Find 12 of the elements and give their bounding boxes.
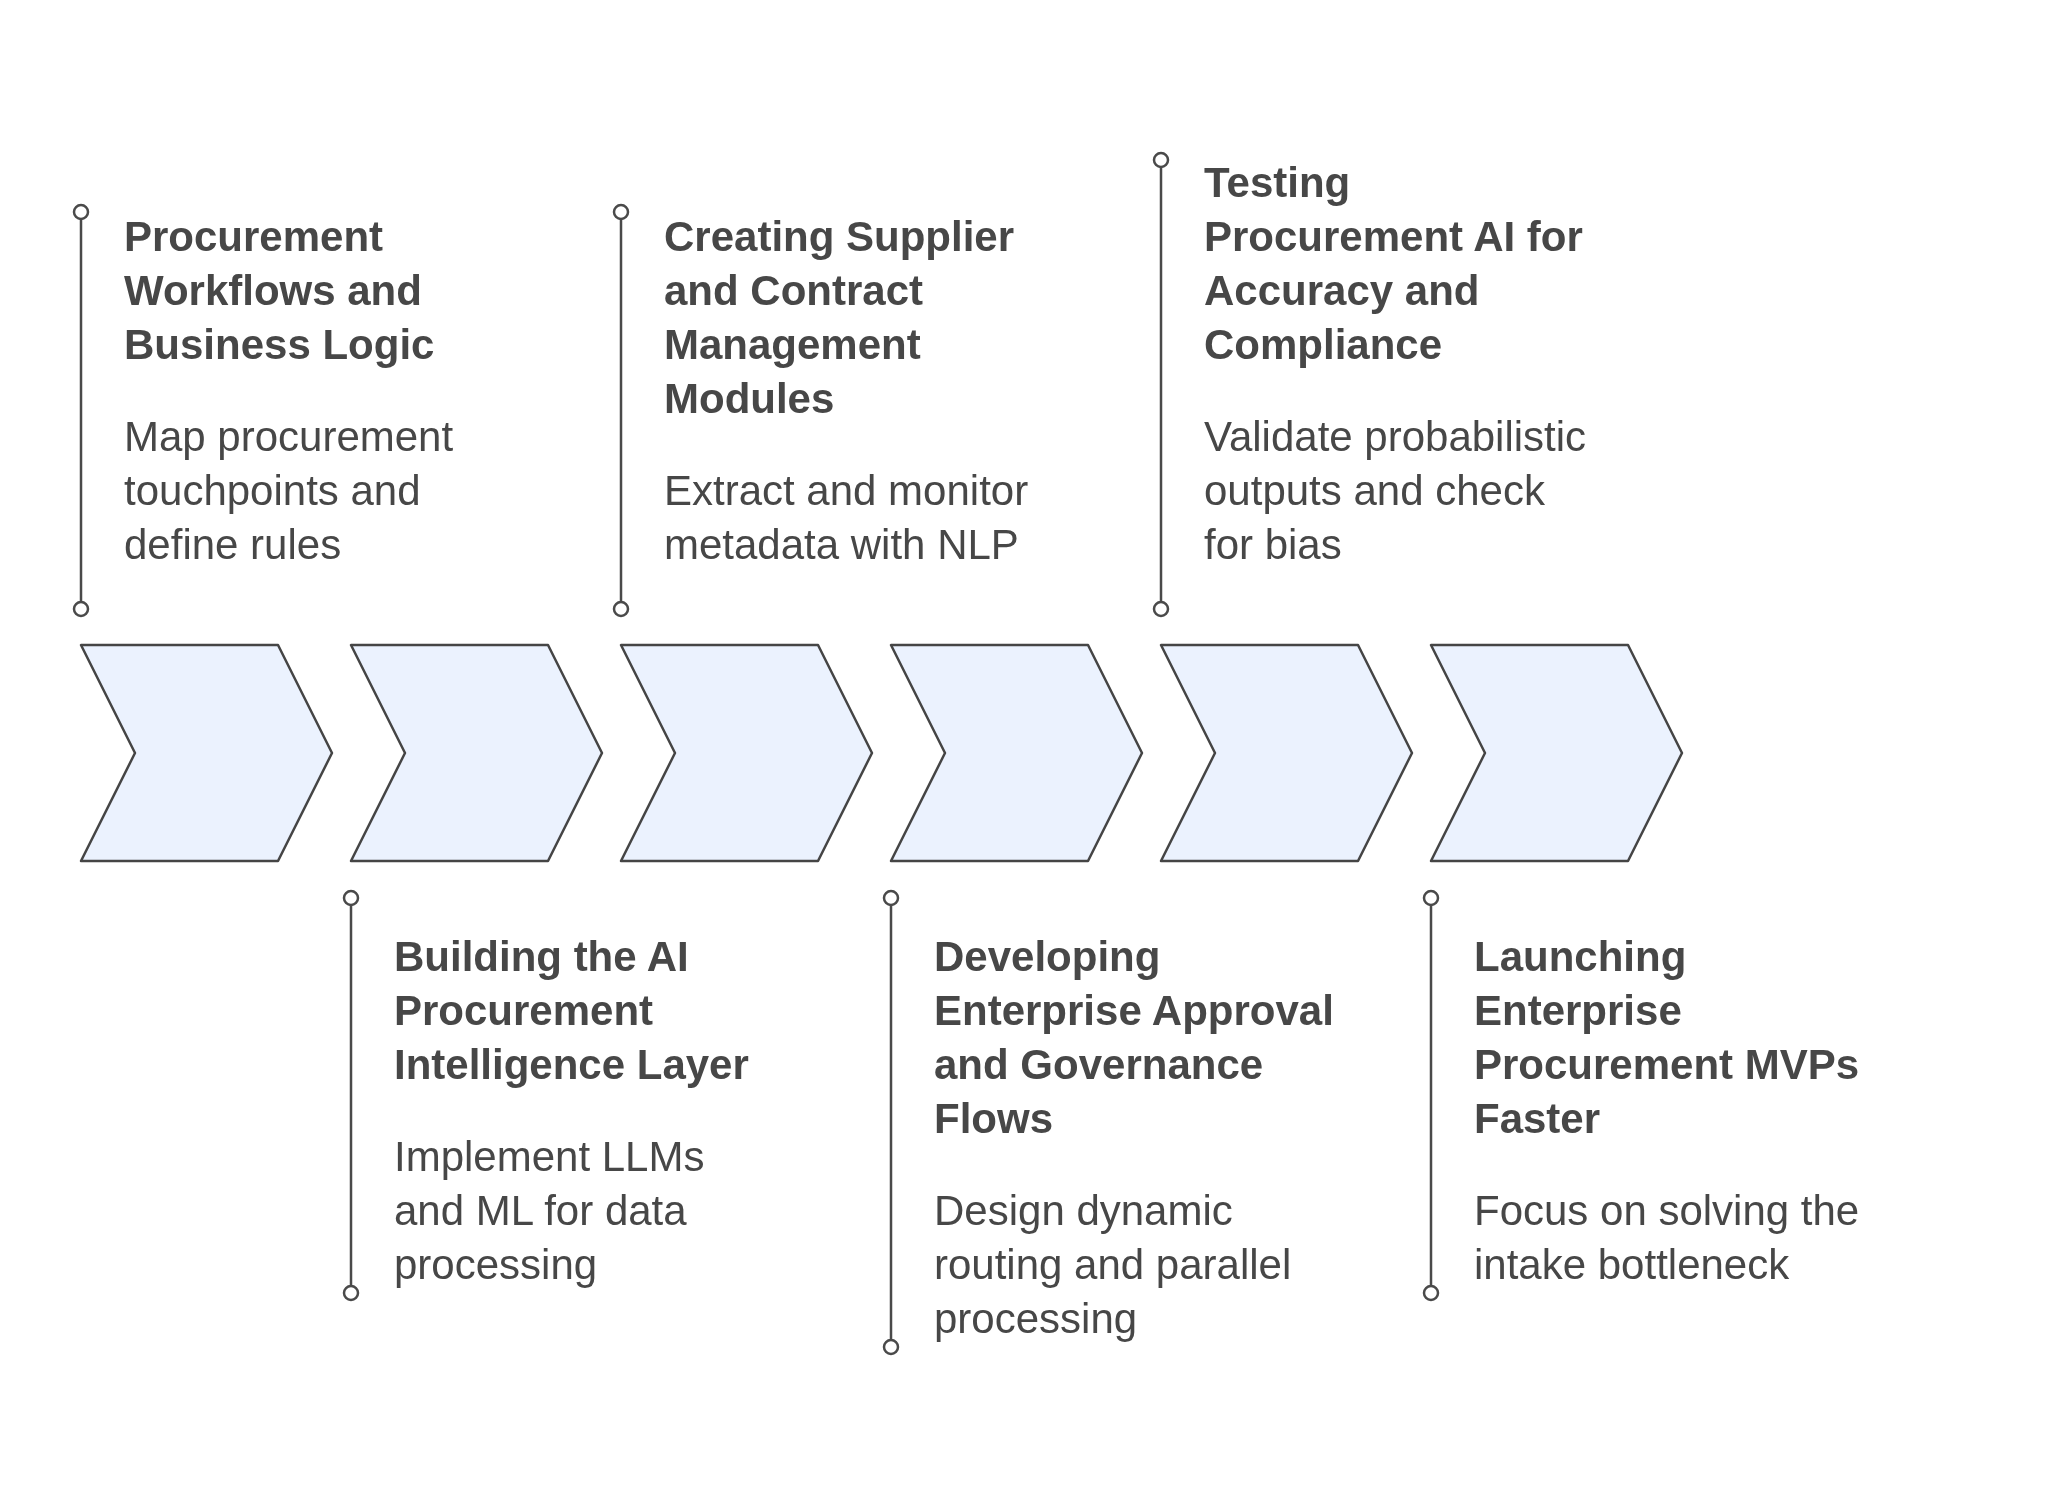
- step-title: Launching Enterprise Procurement MVPs Faster: [1474, 932, 1861, 1144]
- step-description: Focus on solving the intake bottleneck: [1474, 1186, 1861, 1290]
- step-description: Map procurement touchpoints and define rules: [124, 412, 455, 570]
- step-title: Procurement Workflows and Business Logic: [124, 212, 436, 370]
- step-description: Extract and monitor metadata with NLP: [664, 466, 1030, 570]
- step-description: Design dynamic routing and parallel processing: [934, 1186, 1293, 1344]
- step-title: Testing Procurement AI for Accuracy and Compliance: [1204, 158, 1584, 370]
- step-title: Creating Supplier and Contract Management Modules: [664, 212, 1016, 424]
- step-description: Implement LLMs and ML for data processing: [394, 1132, 706, 1290]
- step-description: Validate probabilistic outputs and check for bias: [1204, 412, 1588, 570]
- step-title: Developing Enterprise Approval and Governance Flows: [934, 932, 1335, 1144]
- step-title: Building the AI Procurement Intelligence Layer: [394, 932, 750, 1090]
